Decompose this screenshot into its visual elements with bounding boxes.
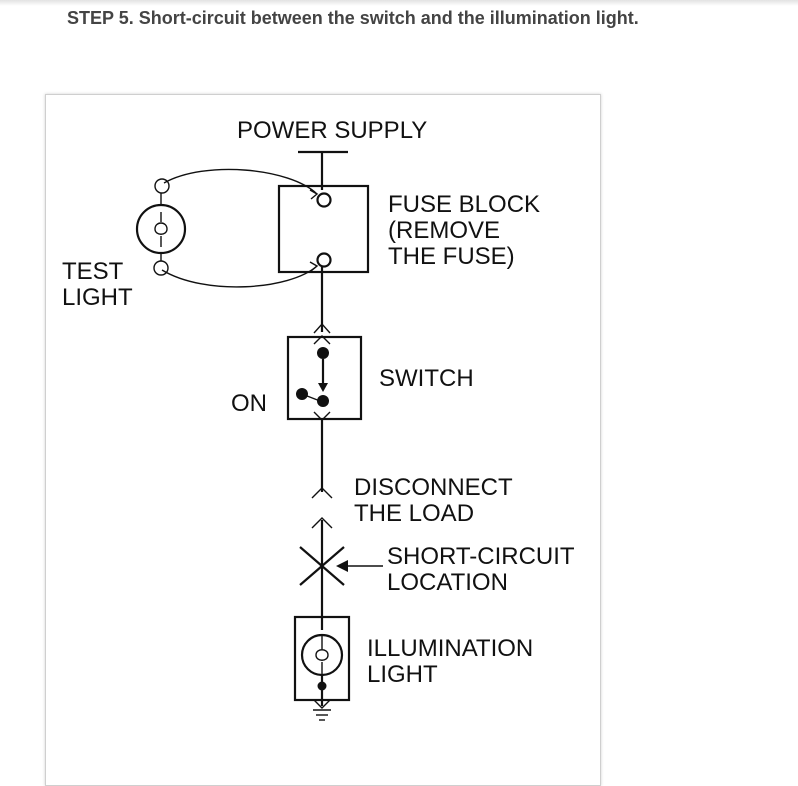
wiring-diagram: POWER SUPPLY FUSE BLOCK (REMOVE THE FUSE… bbox=[62, 117, 575, 721]
test-light-terminal-bottom bbox=[153, 260, 169, 276]
test-lead-arrow-bottom bbox=[309, 261, 319, 272]
label-disconnect-2: THE LOAD bbox=[354, 500, 474, 527]
top-shadow bbox=[0, 0, 798, 6]
label-illumination-1: ILLUMINATION bbox=[367, 635, 533, 662]
switch-in-arrow bbox=[313, 335, 331, 345]
label-test-light-1: TEST bbox=[62, 258, 124, 285]
step-title: STEP 5. Short-circuit between the switch… bbox=[67, 8, 639, 28]
label-illumination-2: LIGHT bbox=[367, 661, 438, 688]
short-circuit-x-b bbox=[299, 546, 345, 586]
disconnect-lower-connector bbox=[311, 517, 333, 529]
label-on: ON bbox=[231, 390, 267, 417]
test-lead-arrow-top bbox=[309, 189, 319, 200]
short-circuit-arrowhead bbox=[336, 560, 348, 572]
connector-arrow-upper bbox=[313, 322, 331, 334]
switch-blade-arrow bbox=[318, 383, 328, 392]
fuse-block-box bbox=[277, 184, 370, 274]
illumination-filament bbox=[315, 635, 329, 675]
label-short-circuit-1: SHORT-CIRCUIT bbox=[387, 543, 575, 570]
ground-connector-arrow bbox=[313, 699, 331, 709]
disconnect-upper-connector bbox=[311, 487, 333, 499]
test-light-filament bbox=[154, 212, 168, 247]
label-test-light-2: LIGHT bbox=[62, 284, 133, 311]
switch-contact-top bbox=[317, 347, 329, 359]
label-disconnect-1: DISCONNECT bbox=[354, 474, 513, 501]
label-short-circuit-2: LOCATION bbox=[387, 569, 508, 596]
switch-on-link bbox=[301, 393, 321, 402]
label-fuse-block-1: FUSE BLOCK bbox=[388, 191, 540, 218]
label-fuse-block-3: THE FUSE) bbox=[388, 243, 515, 270]
switch-box bbox=[286, 335, 363, 421]
fuse-terminal-top bbox=[316, 192, 332, 208]
fuse-terminal-bottom bbox=[316, 252, 332, 268]
label-power-supply: POWER SUPPLY bbox=[237, 117, 427, 144]
test-light-terminal-top bbox=[154, 178, 170, 194]
label-fuse-block-2: (REMOVE bbox=[388, 217, 500, 244]
test-light-bulb bbox=[135, 203, 187, 255]
label-switch: SWITCH bbox=[379, 365, 474, 392]
test-light-lead-top bbox=[163, 168, 318, 195]
switch-contact-bottom bbox=[317, 395, 329, 407]
test-light-lead-bottom bbox=[161, 265, 318, 288]
